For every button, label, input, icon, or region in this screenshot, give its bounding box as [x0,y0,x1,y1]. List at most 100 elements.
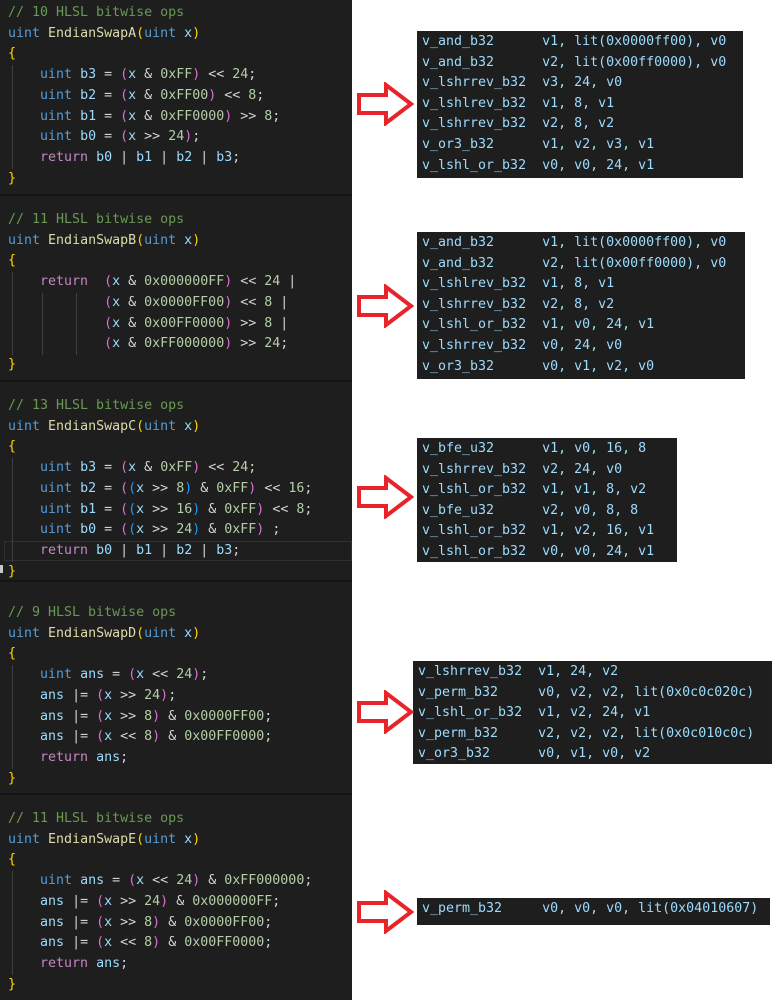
indent-guide [12,272,13,355]
code-token-num: 8 [144,708,153,724]
code-token-p2: ( [128,873,137,889]
code-line[interactable]: { [8,44,16,65]
code-token-num: 16 [176,501,193,517]
code-line[interactable]: // 11 HLSL bitwise ops [8,809,184,830]
code-token-op: >> [136,129,169,145]
code-line[interactable]: } [8,562,16,583]
code-line[interactable]: uint b2 = (x & 0xFF00) << 8; [8,86,264,107]
code-token-p2: ) [224,294,233,310]
code-token-op: ; [304,480,313,496]
code-token-op: & [160,914,185,930]
code-line[interactable]: return ans; [8,954,128,975]
code-line[interactable]: uint ans = (x << 24); [8,665,208,686]
code-token-op [8,295,104,310]
code-token-num: 0xFF [224,501,257,517]
code-token-op: & [136,460,161,476]
code-line[interactable]: } [8,169,16,190]
code-token-p1: ) [192,25,201,41]
code-line[interactable]: } [8,769,16,790]
code-line[interactable]: // 13 HLSL bitwise ops [8,396,184,417]
code-line[interactable]: // 10 HLSL bitwise ops [8,3,184,24]
code-line[interactable]: uint b3 = (x & 0xFF) << 24; [8,65,256,86]
code-token-p2: ( [120,460,129,476]
code-token-p2: ) [160,687,169,703]
code-line[interactable]: uint EndianSwapB(uint x) [8,231,200,252]
arrow-shape [357,284,414,328]
code-token-p1: } [8,356,17,372]
code-line[interactable]: ans |= (x >> 24) & 0x000000FF; [8,892,280,913]
code-line[interactable]: ans |= (x >> 8) & 0x0000FF00; [8,707,272,728]
code-line[interactable]: return b0 | b1 | b2 | b3; [8,148,240,169]
asm-line: v_and_b32 v1, lit(0x0000ff00), v0 [422,235,727,250]
code-token-kw: uint [8,418,41,434]
code-line[interactable]: uint b3 = (x & 0xFF) << 24; [8,458,256,479]
code-line[interactable]: { [8,644,16,665]
code-line[interactable]: { [8,850,16,871]
code-line[interactable]: } [8,355,16,376]
code-line[interactable]: ans |= (x >> 8) & 0x0000FF00; [8,913,272,934]
code-line[interactable]: // 9 HLSL bitwise ops [8,603,176,624]
code-line[interactable]: uint ans = (x << 24) & 0xFF000000; [8,871,312,892]
code-line[interactable]: // 11 HLSL bitwise ops [8,210,184,231]
code-line[interactable]: uint b1 = (x & 0xFF0000) >> 8; [8,107,280,128]
code-line[interactable]: (x & 0x0000FF00) << 8 | [8,293,288,314]
indent-guide [12,871,13,975]
code-token-op: << [200,460,233,476]
code-line[interactable]: uint EndianSwapE(uint x) [8,830,200,851]
code-line[interactable]: return (x & 0x000000FF) << 24 | [8,272,296,293]
code-token-p1: } [8,563,17,579]
code-token-op: |= [64,708,97,724]
code-token-num: 0x00FF0000 [184,729,265,745]
code-token-var: b1 [80,108,97,124]
code-line[interactable]: (x & 0xFF000000) >> 24; [8,334,288,355]
asm-line: v_or3_b32 v1, v2, v3, v1 [422,136,655,152]
code-token-p1: ) [192,625,201,641]
code-token-kw: uint [40,480,73,496]
code-token-op: >> [112,687,145,703]
code-token-op [40,419,48,434]
code-line[interactable]: (x & 0x00FF0000) >> 8 | [8,314,288,335]
code-token-var: x [104,935,113,951]
code-token-op: ; [168,687,177,703]
code-token-op: << [112,729,145,745]
asm-line: v_lshl_or_b32 v0, v0, 24, v1 [422,543,655,559]
code-token-var: b3 [216,149,233,165]
code-line[interactable]: uint b0 = (x >> 24); [8,127,200,148]
code-token-op: & [192,480,217,496]
indent-guide [12,458,13,562]
code-token-op: ; [232,542,241,558]
code-token-p1: } [8,770,17,786]
code-token-p2: ( [104,336,113,352]
code-line[interactable]: return ans; [8,748,128,769]
code-line[interactable]: { [8,437,16,458]
code-line[interactable]: { [8,251,16,272]
code-token-op: = [104,667,129,683]
code-line[interactable]: ans |= (x << 8) & 0x00FF0000; [8,727,272,748]
code-token-p2: ) [192,67,201,83]
code-line[interactable]: ans |= (x >> 24); [8,686,176,707]
code-token-var: b2 [80,87,97,103]
asm-line: v_and_b32 v1, lit(0x0000ff00), v0 [422,34,727,49]
code-token-p2: ( [96,687,105,703]
code-line[interactable]: uint b1 = ((x >> 16) & 0xFF) << 8; [8,500,312,521]
asm-line: v_or3_b32 v0, v1, v0, v2 [418,746,651,762]
code-token-var: x [128,129,137,145]
code-token-num: 0xFF000000 [224,873,305,889]
code-token-var: ans [40,687,65,703]
code-token-p3: ) [192,522,201,538]
code-line[interactable]: ans |= (x << 8) & 0x00FF0000; [8,933,272,954]
code-token-op: << [144,667,177,683]
code-token-var: x [104,893,113,909]
code-line[interactable]: uint EndianSwapD(uint x) [8,624,200,645]
code-line[interactable]: uint EndianSwapC(uint x) [8,417,200,438]
code-line[interactable]: uint b0 = ((x >> 24) & 0xFF) ; [8,520,280,541]
code-line[interactable]: } [8,975,16,996]
asm-line: v_lshl_or_b32 v1, v0, 24, v1 [422,317,655,333]
code-line[interactable]: return b0 | b1 | b2 | b3; [8,541,240,562]
code-token-num: 24 [232,67,249,83]
arrow-shape [357,475,414,519]
code-line[interactable]: uint b2 = ((x >> 8) & 0xFF) << 16; [8,479,312,500]
code-line[interactable]: uint EndianSwapA(uint x) [8,24,200,45]
code-token-num: 8 [248,87,257,103]
